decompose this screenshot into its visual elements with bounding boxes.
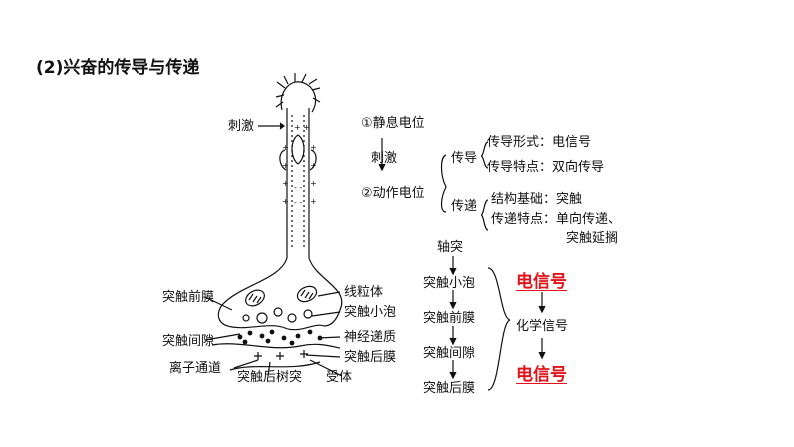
- svg-text:+: +: [282, 197, 289, 206]
- synaptic-cleft-label: 突触间隙: [162, 334, 215, 349]
- flow-step-vesicle: 突触小泡: [423, 276, 476, 291]
- mitochondria-right: [296, 285, 318, 303]
- svg-text:+: +: [282, 179, 289, 188]
- svg-text:- -: - -: [294, 183, 302, 192]
- svg-text:+: +: [310, 197, 317, 206]
- conduction-label: 传导: [451, 151, 478, 166]
- presynaptic-membrane: [231, 324, 325, 331]
- svg-text:+: +: [310, 161, 317, 170]
- transmission-basis: 结构基础：突触: [491, 192, 583, 207]
- receptor-label: 受体: [326, 370, 353, 385]
- postsynaptic-membrane-label: 突触后膜: [344, 350, 397, 365]
- presynaptic-membrane-label: 突触前膜: [162, 290, 215, 305]
- svg-text:+: +: [282, 161, 289, 170]
- signal-chemical: 化学信号: [516, 319, 569, 334]
- post-dendrite-label: 突触后树突: [237, 370, 303, 385]
- soma: [280, 81, 317, 113]
- svg-text:+: +: [282, 143, 289, 152]
- signal-electrical-bottom: 电信号: [516, 365, 567, 385]
- svg-text:+ +: + +: [294, 123, 310, 132]
- flow-step-axon: 轴突: [437, 240, 464, 255]
- stimulus-label: 刺激: [228, 119, 255, 134]
- vesicle-label: 突触小泡: [344, 305, 397, 320]
- resting-potential: ①静息电位: [361, 116, 425, 131]
- axon: [286, 108, 310, 258]
- dendrites: [275, 73, 321, 108]
- neurotransmitter-label: 神经递质: [344, 330, 397, 345]
- signal-electrical-top: 电信号: [516, 272, 567, 292]
- axon-terminal: [217, 257, 343, 328]
- mitochondria-left: [245, 289, 265, 307]
- ion-channel-label: 离子通道: [169, 361, 222, 376]
- conduction-form: 传导形式：电信号: [487, 135, 592, 150]
- svg-text:+: +: [310, 179, 317, 188]
- svg-text:- -: - -: [294, 198, 302, 207]
- stimulus-step: 刺激: [371, 151, 398, 166]
- mitochondria-label: 线粒体: [344, 285, 384, 300]
- action-potential: ②动作电位: [361, 186, 425, 201]
- transmission-label: 传递: [451, 199, 478, 214]
- conduction-feature: 传导特点：双向传导: [487, 160, 605, 175]
- svg-text:+: +: [310, 143, 317, 152]
- flow-step-post-membrane: 突触后膜: [423, 381, 476, 396]
- flow-step-pre-membrane: 突触前膜: [423, 311, 476, 326]
- transmission-feature: 传递特点：单向传递、: [491, 212, 622, 227]
- flow-step-cleft: 突触间隙: [423, 346, 476, 361]
- section-title: (2)兴奋的传导与传递: [36, 58, 200, 78]
- transmission-feature-2: 突触延搁: [566, 231, 619, 246]
- postsynaptic-membrane: [211, 343, 341, 349]
